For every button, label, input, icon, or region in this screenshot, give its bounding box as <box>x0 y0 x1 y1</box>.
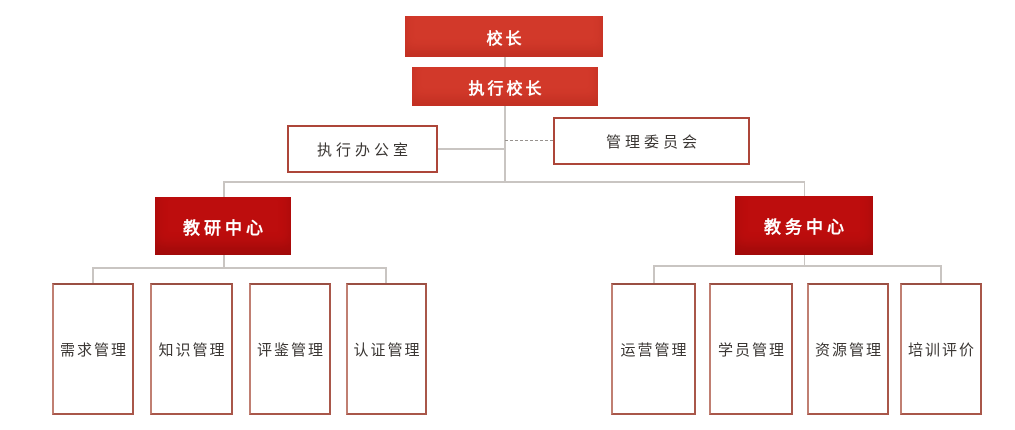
node-management-committee: 管理委员会 <box>553 117 750 165</box>
connector-research-end-left <box>92 267 94 283</box>
connector-principal-exec <box>504 57 506 67</box>
connector-branch-horizontal <box>223 181 805 183</box>
node-certification-management: 认证管理 <box>346 283 427 415</box>
connector-drop-research <box>223 181 225 197</box>
node-executive-office: 执行办公室 <box>287 125 438 173</box>
connector-academic-end-left <box>653 265 655 283</box>
node-academic-center: 教务中心 <box>735 196 873 255</box>
connector-academic-end-right <box>940 265 942 283</box>
node-knowledge-management: 知识管理 <box>150 283 233 415</box>
node-demand-management: 需求管理 <box>52 283 134 415</box>
node-research-center: 教研中心 <box>155 197 291 255</box>
connector-drop-academic <box>803 181 805 196</box>
connector-exec-trunk <box>504 106 506 183</box>
node-training-evaluation: 培训评价 <box>900 283 982 415</box>
node-principal: 校长 <box>405 16 603 57</box>
connector-research-end-right <box>385 267 387 283</box>
node-executive-principal: 执行校长 <box>412 67 598 106</box>
connector-research-down <box>223 255 225 267</box>
connector-committee-dashed <box>505 140 553 141</box>
node-resource-management: 资源管理 <box>807 283 889 415</box>
connector-research-rail <box>92 267 387 269</box>
node-student-management: 学员管理 <box>709 283 793 415</box>
connector-academic-down <box>803 255 805 265</box>
node-evaluation-management: 评鉴管理 <box>249 283 331 415</box>
connector-office-trunk <box>438 148 504 150</box>
connector-academic-rail <box>653 265 942 267</box>
node-operations-management: 运营管理 <box>611 283 696 415</box>
